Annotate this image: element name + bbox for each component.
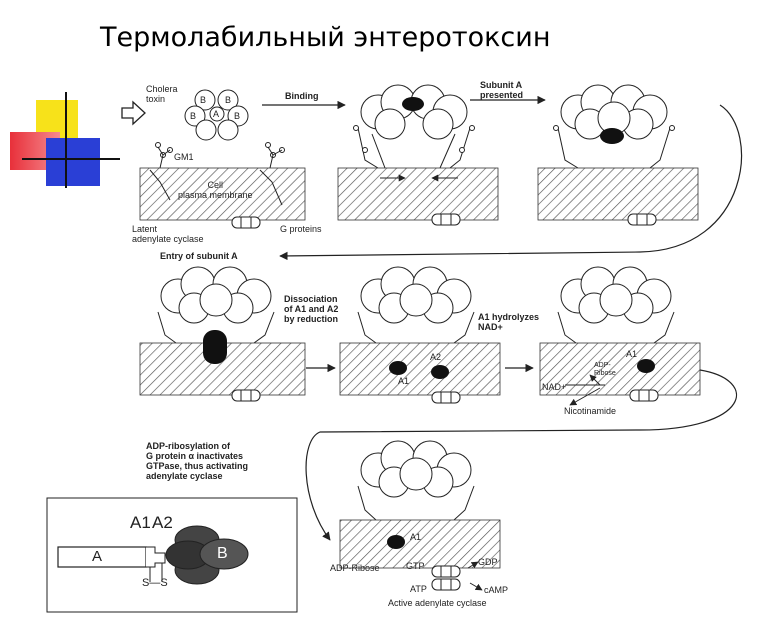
label-binding: Binding — [285, 91, 319, 101]
arrow-adp-ribosylation — [305, 369, 738, 541]
panel-4-entry — [139, 266, 306, 402]
panel-6-hydrolysis — [539, 266, 701, 406]
arrow-entry — [279, 104, 743, 261]
label-g-proteins: G proteins — [280, 224, 322, 234]
panel-1-initial — [121, 89, 306, 229]
panel-3-presented — [537, 84, 699, 226]
label-a2: A2 — [430, 352, 442, 362]
label-cell-membrane: Cell plasma membrane — [178, 180, 253, 200]
label-adp-ribosylation: ADP-ribosylation of G protein α inactiva… — [146, 441, 249, 481]
label-latent-cyclase: Latent adenylate cyclase — [132, 224, 204, 244]
label-gtp: GTP — [406, 561, 425, 571]
label-active-cyclase: Active adenylate cyclase — [388, 598, 487, 608]
label-sub-b3: B — [190, 111, 197, 121]
label-subunit-a-presented: Subunit A presented — [480, 80, 524, 100]
label-sub-b4: B — [234, 111, 241, 121]
subunit-a-inside — [203, 330, 227, 364]
pointer-arrow-icon — [121, 100, 146, 126]
subunit-a-dark — [600, 128, 624, 144]
blue-square — [46, 138, 100, 186]
label-nicotinamide: Nicotinamide — [564, 406, 617, 416]
label-hydrolyzes: A1 hydrolyzes NAD+ — [478, 312, 540, 332]
vertical-line — [65, 92, 67, 188]
label-nad: NAD+ — [542, 382, 567, 392]
label-inset-a1: A1 — [130, 513, 151, 532]
g-protein-capsule — [231, 216, 261, 229]
label-a1: A1 — [398, 376, 410, 386]
label-p6-adp-ribose: ADP- Ribose — [594, 362, 616, 377]
panel-7-activation — [339, 440, 501, 591]
panel-5-dissociation — [339, 266, 501, 404]
label-inset-a2: A2 — [152, 513, 173, 532]
panel-2-bound — [337, 84, 499, 226]
b-subunit — [199, 538, 249, 570]
label-inset-b: B — [217, 545, 228, 562]
toxin-b-pentamer — [360, 84, 468, 140]
horizontal-line — [22, 158, 120, 160]
label-inset-ss: S—S — [142, 577, 168, 589]
label-p7-adp-ribose: ADP-Ribose — [330, 563, 380, 573]
label-sub-a: A — [213, 109, 220, 119]
label-entry: Entry of subunit A — [160, 251, 238, 261]
gm1-receptors — [155, 142, 285, 169]
label-p6-a1: A1 — [626, 349, 638, 359]
label-gm1: GM1 — [174, 152, 194, 162]
subunit-a-dark — [402, 97, 424, 111]
toxin-complex — [184, 89, 249, 141]
label-dissociation: Dissociation of A1 and A2 by reduction — [284, 294, 339, 324]
label-atp: ATP — [410, 584, 427, 594]
page-title: Термолабильный энтеротоксин — [100, 22, 551, 53]
label-gdp: GDP — [478, 557, 498, 567]
label-sub-b1: B — [200, 95, 207, 105]
label-cholera-toxin: Cholera toxin — [146, 84, 178, 104]
label-inset-a: A — [92, 548, 103, 565]
label-camp: cAMP — [484, 585, 509, 595]
label-sub-b2: B — [225, 95, 232, 105]
label-p7-a1: A1 — [410, 532, 422, 542]
inset-toxin-structure — [46, 497, 298, 613]
